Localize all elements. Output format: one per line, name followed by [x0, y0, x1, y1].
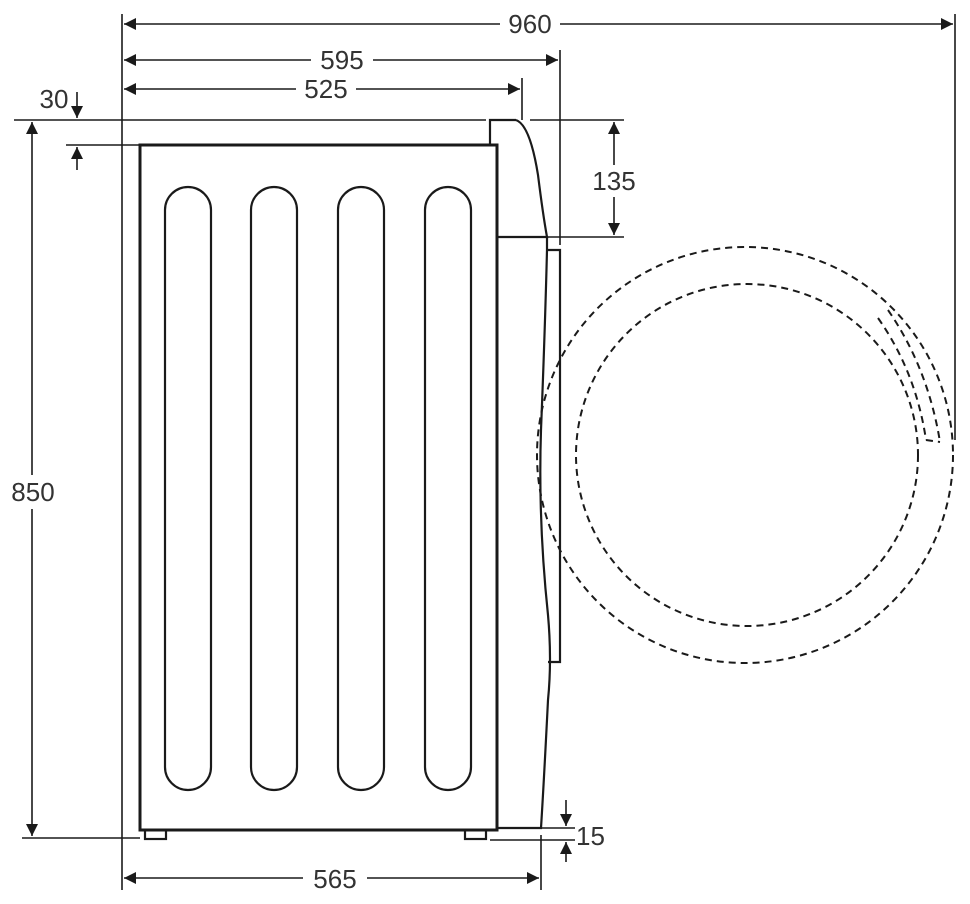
open-door-outer-circle	[536, 246, 954, 664]
extension-lines	[14, 14, 956, 890]
label-15: 15	[576, 821, 605, 851]
label-135: 135	[592, 166, 635, 196]
label-960: 960	[508, 9, 551, 39]
foot-rear	[143, 828, 168, 841]
label-30: 30	[40, 84, 69, 114]
control-panel	[497, 118, 549, 239]
open-door-outline	[536, 246, 954, 664]
open-door-inner-circle	[575, 283, 919, 627]
side-rib-1	[163, 185, 213, 792]
machine-body	[138, 118, 562, 841]
label-525: 525	[304, 74, 347, 104]
label-850: 850	[11, 477, 54, 507]
front-profile	[497, 237, 552, 830]
side-rib-3	[336, 185, 386, 792]
label-595: 595	[320, 45, 363, 75]
foot-front	[463, 828, 488, 841]
door-closed	[547, 248, 562, 664]
side-rib-2	[249, 185, 299, 792]
door-hinge-arc-2	[887, 309, 941, 443]
cabinet-side-panel	[138, 143, 499, 832]
label-565: 565	[313, 864, 356, 894]
side-rib-4	[423, 185, 473, 792]
top-lid-lip	[488, 118, 516, 147]
dimension-labels: 960 595 525 30 135 850 15 565	[4, 8, 640, 894]
door-hinge-arc-1	[877, 317, 927, 441]
door-hinge-cap	[925, 439, 941, 443]
dimension-arrows	[26, 18, 953, 884]
